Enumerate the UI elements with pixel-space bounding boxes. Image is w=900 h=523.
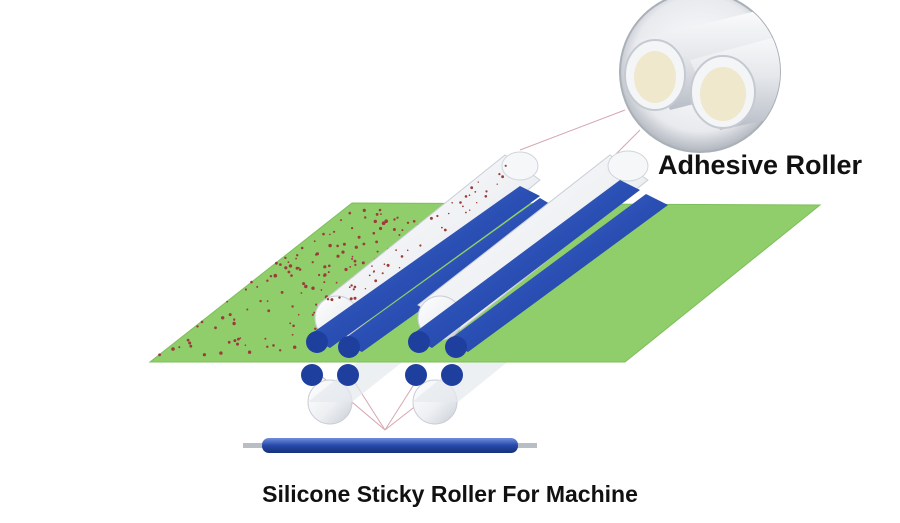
adhesive-roller-label: Adhesive Roller bbox=[658, 150, 863, 180]
adhesive-roller-photo bbox=[619, 0, 781, 153]
silicone-sticky-roller-rod bbox=[243, 438, 537, 453]
lower-silicone-rollers bbox=[301, 364, 463, 386]
captured-dust bbox=[326, 164, 507, 302]
silicone-roller-label: Silicone Sticky Roller For Machine bbox=[262, 481, 638, 507]
upper-roller-set-right bbox=[408, 150, 668, 358]
